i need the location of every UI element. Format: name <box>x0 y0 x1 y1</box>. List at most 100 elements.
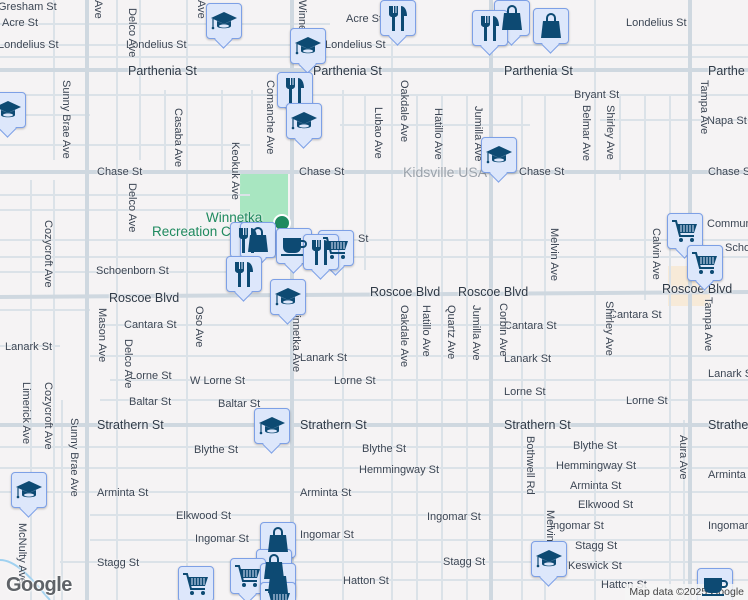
shopping-marker[interactable] <box>494 0 530 36</box>
school-marker[interactable] <box>286 103 322 139</box>
shopping-cart-marker[interactable] <box>687 245 723 281</box>
shopping-cart-marker[interactable] <box>260 582 296 600</box>
street-label: Ingomar <box>708 520 748 532</box>
restaurant-marker[interactable] <box>472 10 508 46</box>
street-label: Parthenia St <box>504 64 573 78</box>
restaurant-icon <box>478 14 502 42</box>
street-label: Lanark St <box>300 352 348 364</box>
street-label: Elkwood St <box>578 499 634 511</box>
street-label: Arminta <box>708 469 746 481</box>
street-label: W Lorne St <box>190 375 246 387</box>
street-label: Corbin Ave <box>497 303 509 357</box>
school-icon <box>485 144 513 166</box>
street-label: Cozycroft Ave <box>42 382 54 450</box>
park-label[interactable]: Recreation C <box>152 224 231 239</box>
street-label: Lubao Ave <box>372 107 384 159</box>
street-label: Sunny Brae Ave <box>68 418 80 497</box>
shopping-icon <box>500 4 524 32</box>
street-label: Chase St <box>97 166 143 178</box>
street-label: Stagg St <box>443 556 486 568</box>
street-label: St <box>358 233 369 245</box>
school-marker[interactable] <box>254 408 290 444</box>
shopping-marker[interactable] <box>240 222 276 258</box>
street-label: Arminta St <box>570 480 622 492</box>
street-label: Mason Ave <box>96 308 108 363</box>
school-marker[interactable] <box>206 3 242 39</box>
street-label: Oakdale Ave <box>398 305 410 368</box>
poi-label[interactable]: Kidsville USA <box>403 164 488 180</box>
shopping-cart-marker[interactable] <box>230 558 266 594</box>
shopping-cart-marker[interactable] <box>667 213 703 249</box>
school-marker[interactable] <box>11 472 47 508</box>
restaurant-marker[interactable] <box>226 256 262 292</box>
restaurant-marker[interactable] <box>277 72 313 108</box>
street-label: Parthenia St <box>313 64 382 78</box>
street-label: Londelius St <box>126 39 187 51</box>
school-icon <box>535 548 563 570</box>
street-label: Lorne St <box>504 386 546 398</box>
school-icon <box>0 99 22 121</box>
street-label: Lanark St <box>5 341 53 353</box>
street-label: Shirley Ave <box>604 105 616 160</box>
school-marker[interactable] <box>531 541 567 577</box>
street-label: Blythe St <box>362 443 407 455</box>
street-label: Acre St <box>2 17 39 29</box>
street-label: Lorne St <box>130 370 172 382</box>
street-label: Ave <box>92 0 104 19</box>
coffee-marker[interactable] <box>276 228 312 264</box>
street-label: Strathe <box>708 418 748 432</box>
street-label: Londelius St <box>0 39 59 51</box>
street-label: Stagg St <box>575 540 618 552</box>
restaurant-marker[interactable] <box>380 0 416 36</box>
street-label: Roscoe Blvd <box>458 285 529 299</box>
street-label: Quartz Ave <box>445 305 457 360</box>
street-label: Parthenia St <box>128 64 197 78</box>
map-attribution[interactable]: Map data ©2025 Google <box>625 584 748 600</box>
street-label: Ingomar St <box>427 511 481 523</box>
street-label: Baltar St <box>218 398 261 410</box>
street-label: Blythe St <box>573 440 618 452</box>
shopping-cart-icon <box>691 250 719 276</box>
street-label: Delco Ave <box>126 183 138 233</box>
coffee-marker[interactable] <box>697 568 733 600</box>
street-label: Strathern St <box>300 418 367 432</box>
street-label: Ingomar St <box>300 529 354 541</box>
street-label: Napa St <box>707 115 747 127</box>
street-label: Jumilla Ave <box>470 305 482 361</box>
street-label: Schoenborn St <box>96 265 169 277</box>
park-label[interactable]: Winnetka <box>206 210 263 225</box>
street-label: Stagg St <box>97 557 140 569</box>
shopping-cart-icon <box>182 571 210 597</box>
street-label: Gresham St <box>0 1 57 13</box>
street-label: Chase St <box>519 166 565 178</box>
shopping-cart-marker[interactable] <box>178 566 214 600</box>
shopping-cart-icon <box>264 587 292 600</box>
restaurant-icon <box>309 238 333 266</box>
street-label: Melvin Ave <box>548 228 560 281</box>
street-label: Keokuk Ave <box>229 142 241 200</box>
school-marker[interactable] <box>0 92 26 128</box>
shopping-marker[interactable] <box>533 8 569 44</box>
street-label: Lanark S <box>708 368 748 380</box>
street-label: Oso Ave <box>193 306 205 348</box>
street-label: Keswick St <box>568 560 622 572</box>
street-label: Ingomar St <box>195 533 249 545</box>
street-label: Cantara St <box>124 319 177 331</box>
restaurant-icon <box>283 76 307 104</box>
street-label: Hemmingway St <box>359 464 440 476</box>
street-label: Parthe <box>708 64 745 78</box>
street-label: Cantara St <box>609 309 662 321</box>
street-label: Calvin Ave <box>650 228 662 280</box>
school-marker[interactable] <box>270 279 306 315</box>
coffee-icon <box>280 234 308 258</box>
shopping-icon <box>266 567 290 595</box>
street-label: Shirley Ave <box>603 301 615 356</box>
street-label: Strathern St <box>504 418 571 432</box>
street-label: Hemmingway St <box>556 460 637 472</box>
school-marker[interactable] <box>481 137 517 173</box>
street-label: Aura Ave <box>677 435 689 480</box>
street-label: Bryant St <box>574 89 620 101</box>
street-label: Cozycroft Ave <box>42 220 54 288</box>
school-marker[interactable] <box>290 28 326 64</box>
